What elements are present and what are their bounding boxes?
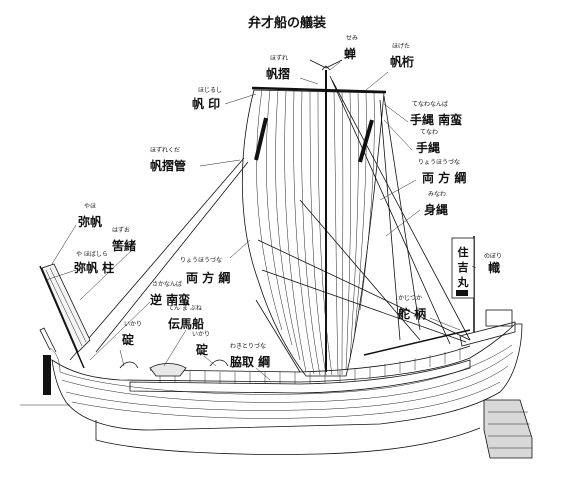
- label-semi: せみ 蝉: [344, 35, 358, 61]
- label-minawa: みなわ 身縄: [424, 191, 448, 217]
- label-hozure: ほずれ 帆摺: [266, 54, 290, 81]
- svg-text:手縄: 手縄: [416, 140, 440, 155]
- svg-text:帆桁: 帆桁: [390, 54, 414, 69]
- svg-text:のぼり: のぼり: [484, 253, 502, 260]
- svg-text:てん ま ぶね: てん ま ぶね: [168, 305, 202, 312]
- label-wakitorizuna: わきとりづな 脇取 綱: [230, 342, 270, 369]
- svg-text:てなわ: てなわ: [420, 129, 438, 136]
- label-hojirushi: ほじるし 帆 印: [192, 87, 222, 111]
- svg-text:ほずれくだ: ほずれくだ: [150, 146, 180, 154]
- svg-text:やほ: やほ: [84, 202, 96, 210]
- svg-text:身縄: 身縄: [424, 202, 448, 217]
- label-tenawa: てなわ 手縄: [416, 129, 440, 155]
- svg-text:せみ: せみ: [346, 35, 358, 42]
- hull: [20, 309, 533, 459]
- label-hozurekuda: ほずれくだ 帆摺管: [150, 146, 186, 173]
- svg-text:帆摺: 帆摺: [266, 66, 290, 81]
- svg-text:ほずれ: ほずれ: [270, 54, 288, 62]
- rigging-lines: [69, 75, 471, 373]
- svg-text:いかり: いかり: [124, 321, 142, 328]
- nobori-flag: 住 吉 丸: [451, 236, 475, 332]
- bow-sail: [39, 263, 91, 369]
- svg-text:てなわなんば: てなわなんば: [412, 100, 448, 108]
- svg-text:幟: 幟: [488, 260, 500, 275]
- svg-text:筈緒: 筈緒: [112, 238, 136, 253]
- svg-text:みなわ: みなわ: [428, 191, 446, 198]
- label-sakananba: さかなんば 逆 南蛮: [150, 280, 190, 307]
- label-hogeta: ほげた 帆桁: [390, 42, 414, 69]
- svg-text:逆 南蛮: 逆 南蛮: [150, 292, 190, 307]
- svg-text:弥帆: 弥帆: [78, 214, 102, 229]
- label-temmabune: てん ま ぶね 伝馬船: [168, 305, 204, 331]
- flag-char-3: 丸: [457, 275, 470, 289]
- label-yaho: やほ 弥帆: [78, 202, 102, 229]
- svg-text:舵 柄: 舵 柄: [398, 306, 426, 321]
- label-kajitsuka: かじつか 舵 柄: [398, 295, 426, 321]
- leader-lines: [45, 61, 477, 381]
- svg-text:ほげた: ほげた: [392, 42, 410, 50]
- svg-text:両 方 綱: 両 方 綱: [186, 270, 230, 285]
- svg-text:さかなんば: さかなんば: [152, 280, 182, 288]
- label-hazuo: はずお 筈緒: [112, 226, 136, 253]
- svg-text:や ほばしら: や ほばしら: [76, 250, 108, 258]
- label-yahobashira: や ほばしら 弥帆 柱: [74, 250, 114, 275]
- label-tenawananba: てなわなんば 手縄 南蛮: [410, 100, 462, 127]
- svg-text:かじつか: かじつか: [398, 295, 422, 302]
- svg-text:碇: 碇: [122, 332, 135, 347]
- diagram-title: 弁才船の艤装: [248, 15, 326, 31]
- label-ikari-1: いかり 碇: [122, 321, 142, 347]
- svg-text:伝馬船: 伝馬船: [168, 316, 204, 331]
- label-ryohozuna-right: りょうほうづな 両 方 綱: [418, 158, 466, 185]
- svg-text:碇: 碇: [196, 342, 209, 357]
- svg-text:蝉: 蝉: [344, 46, 356, 61]
- label-nobori: のぼり 幟: [484, 253, 502, 275]
- flag-char-1: 住: [458, 245, 469, 259]
- svg-text:手縄 南蛮: 手縄 南蛮: [410, 112, 462, 127]
- svg-text:脇取 綱: 脇取 綱: [230, 354, 270, 369]
- svg-text:りょうほうづな: りょうほうづな: [180, 256, 222, 264]
- flag-char-2: 吉: [458, 260, 469, 274]
- label-ryohozuna-left: りょうほうづな 両 方 綱: [180, 256, 230, 285]
- svg-text:弥帆 柱: 弥帆 柱: [74, 260, 114, 275]
- svg-text:両 方 綱: 両 方 綱: [422, 170, 466, 185]
- label-ikari-2: いかり 碇: [192, 331, 210, 357]
- svg-text:はずお: はずお: [112, 226, 130, 234]
- main-sail: [241, 59, 387, 377]
- svg-text:いかり: いかり: [192, 331, 210, 338]
- svg-text:りょうほうづな: りょうほうづな: [418, 158, 460, 166]
- svg-text:帆摺管: 帆摺管: [150, 158, 186, 173]
- svg-text:わきとりづな: わきとりづな: [230, 342, 266, 350]
- svg-text:ほじるし: ほじるし: [198, 87, 222, 94]
- svg-text:帆 印: 帆 印: [192, 96, 220, 111]
